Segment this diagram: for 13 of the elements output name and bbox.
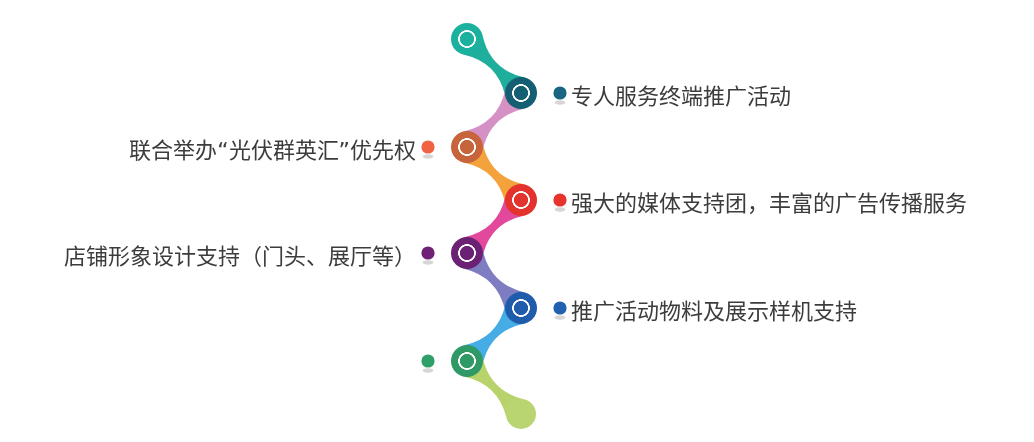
circle-node bbox=[505, 292, 537, 324]
item-text: 专人服务终端推广活动 bbox=[571, 83, 791, 111]
circle-node bbox=[451, 345, 483, 377]
item-text: 推广活动物料及展示样机支持 bbox=[571, 298, 857, 326]
circle-node bbox=[505, 77, 537, 109]
item-text: 店铺形象设计支持（门头、展厅等） bbox=[64, 243, 416, 271]
circle-node bbox=[506, 399, 536, 429]
item-text: 强大的媒体支持团，丰富的广告传播服务 bbox=[571, 190, 967, 218]
item-text: 联合举办“光伏群英汇”优先权 bbox=[129, 137, 416, 165]
circle-node bbox=[451, 131, 483, 163]
circle-node bbox=[451, 237, 483, 269]
circle-node bbox=[505, 184, 537, 216]
circle-node bbox=[451, 23, 483, 55]
